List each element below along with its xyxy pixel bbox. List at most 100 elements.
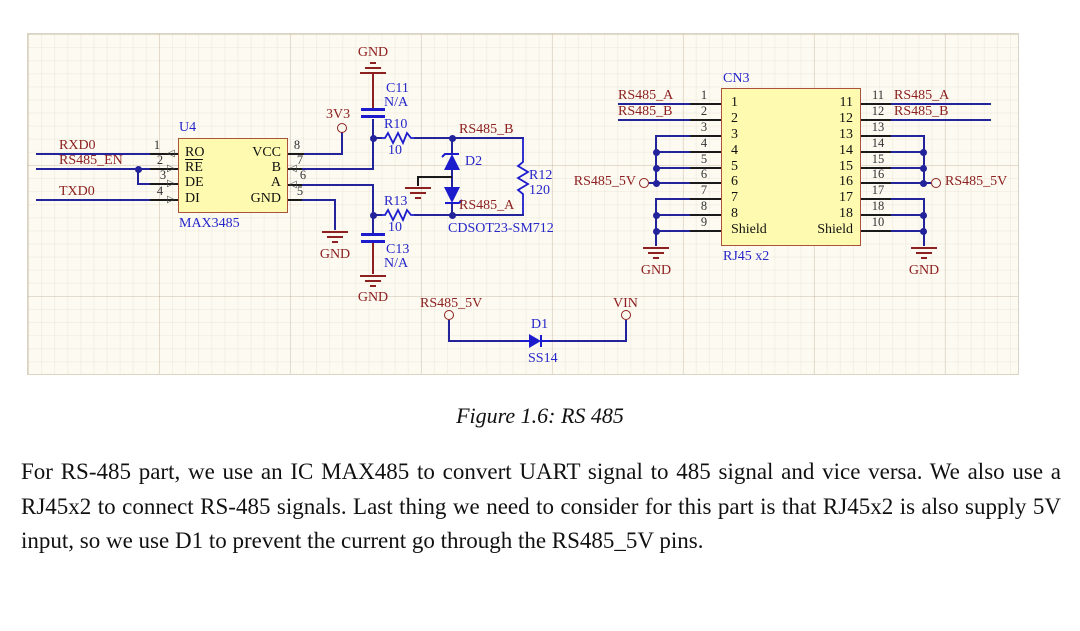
pin-arrow-in-icon: ▷	[167, 194, 175, 205]
net-label-vin: VIN	[613, 296, 638, 311]
junction-dot	[920, 149, 927, 156]
wire	[414, 214, 524, 216]
wire	[334, 199, 336, 230]
wire	[891, 182, 931, 184]
cn3-pin-number: 7	[700, 183, 708, 197]
net-label-3v3: 3V3	[326, 107, 351, 122]
wire	[372, 185, 374, 233]
r10-designator: R10	[384, 117, 408, 132]
net-label-rxd0: RXD0	[59, 138, 96, 153]
wire	[656, 135, 690, 137]
wire	[891, 230, 924, 232]
gnd-symbol-icon	[405, 187, 431, 199]
wire	[656, 151, 690, 153]
u4-pin-vcc: VCC	[252, 145, 281, 160]
wire	[373, 137, 382, 139]
capacitor-c13	[361, 233, 385, 236]
junction-dot	[449, 135, 456, 142]
wire	[891, 103, 991, 105]
pin-arrow-in-icon: ▷	[167, 163, 175, 174]
gnd-symbol-icon	[322, 231, 348, 243]
junction-dot	[135, 166, 142, 173]
wire	[656, 182, 690, 184]
pin-arrow-bidir-icon: ◁	[289, 179, 297, 190]
wire	[36, 199, 150, 201]
capacitor-c11	[361, 108, 385, 111]
wire	[923, 135, 925, 184]
cn3-pin-number: 10	[871, 215, 885, 229]
power-port-rs485-5v	[639, 178, 649, 188]
u4-part-label: MAX3485	[179, 216, 240, 231]
cn3-pin-name: 11	[839, 95, 853, 110]
net-label-rs485-a: RS485_A	[618, 88, 674, 103]
net-label-gnd: GND	[908, 263, 940, 278]
wire	[891, 198, 924, 200]
cn3-pin-name: 15	[839, 159, 853, 174]
r10-value: 10	[388, 143, 402, 158]
pin-stub	[150, 153, 178, 155]
cn3-pin-name: 5	[731, 159, 738, 174]
junction-dot	[920, 228, 927, 235]
pin-stub	[690, 198, 721, 200]
u4-pin-re: RE	[185, 160, 203, 175]
junction-dot	[653, 212, 660, 219]
c13-designator: C13	[386, 242, 410, 257]
pin-arrow-in-icon: ▷	[167, 178, 175, 189]
cn3-pin-name: 18	[839, 206, 853, 221]
u4-pin-b: B	[271, 160, 281, 175]
wire	[649, 182, 656, 184]
pin-stub	[150, 199, 178, 201]
wire	[656, 167, 690, 169]
gnd-symbol-icon	[643, 247, 669, 259]
pin-stub	[861, 151, 891, 153]
u4-pin-a: A	[270, 175, 281, 190]
pin-stub	[690, 182, 721, 184]
pin-stub	[861, 103, 891, 105]
pin-stub	[690, 103, 721, 105]
pin-stub	[288, 184, 302, 186]
pin-stub	[861, 182, 891, 184]
wire	[618, 103, 690, 105]
wire	[655, 198, 657, 246]
wire	[302, 184, 374, 186]
cn3-pin-number: 15	[871, 152, 885, 166]
wire	[372, 243, 374, 274]
wire	[341, 132, 343, 155]
u4-pin-number: 7	[296, 153, 304, 167]
c13-value: N/A	[384, 256, 409, 271]
wire	[302, 168, 374, 170]
wire	[304, 153, 343, 155]
wire	[372, 74, 374, 108]
wire	[656, 198, 690, 200]
schematic-canvas: U4 MAX3485 RO RE DE DI VCC B A GND 1 2 3…	[27, 33, 1019, 375]
r12-value: 120	[529, 183, 550, 198]
pin-stub	[690, 167, 721, 169]
junction-dot	[653, 228, 660, 235]
capacitor-c13	[361, 240, 385, 243]
body-paragraph: For RS-485 part, we use an IC MAX485 to …	[21, 459, 1061, 553]
u4-pin-gnd: GND	[250, 191, 281, 206]
cn3-pin-number: 18	[871, 199, 885, 213]
pin-stub	[288, 168, 302, 170]
cn3-pin-name: 7	[731, 190, 738, 205]
cn3-pin-name: 14	[839, 143, 853, 158]
cn3-part-label: RJ45 x2	[723, 249, 770, 264]
pin-stub	[288, 199, 302, 201]
power-port-vin	[621, 310, 631, 320]
wire	[373, 214, 382, 216]
u4-designator: U4	[179, 120, 197, 135]
u4-pin-ro: RO	[185, 145, 205, 160]
net-label-gnd: GND	[357, 45, 389, 60]
wire	[656, 214, 690, 216]
wire	[891, 119, 991, 121]
power-port-rs485-5v	[931, 178, 941, 188]
net-label-rs485-b: RS485_B	[618, 104, 673, 119]
wire	[656, 230, 690, 232]
wire	[414, 137, 524, 139]
cn3-pin-name: 16	[839, 174, 853, 189]
u4-pin-de: DE	[185, 175, 204, 190]
pin-arrow-bidir-icon: ◁	[289, 163, 297, 174]
cn3-pin-name: 17	[839, 190, 853, 205]
cn3-pin-name: Shield	[817, 222, 853, 237]
